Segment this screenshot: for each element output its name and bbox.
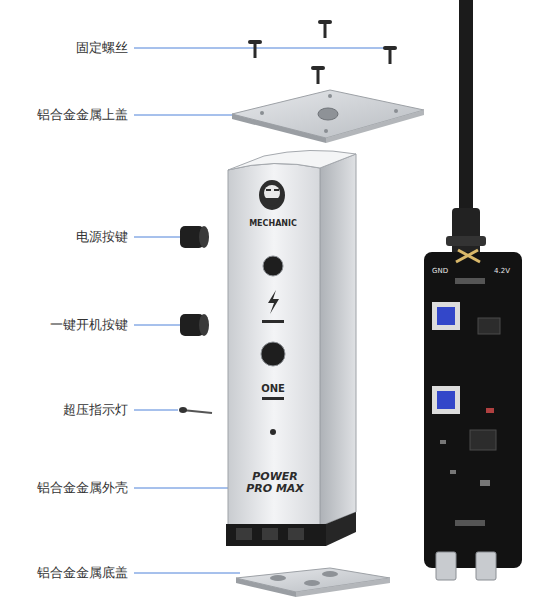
brand-text: MECHANIC — [249, 220, 297, 229]
pcb-board — [424, 252, 522, 568]
bottom-plate-edge — [236, 578, 296, 597]
product-name: POWER PRO MAX — [246, 471, 304, 495]
pin-label: 4.2V — [494, 268, 510, 276]
housing-bottom-side — [326, 512, 356, 546]
leader-line — [134, 237, 185, 238]
housing-top — [228, 150, 356, 170]
housing — [226, 150, 356, 546]
bottom-plate — [236, 568, 390, 592]
housing-bottom — [226, 524, 326, 546]
lid-screw-hole — [328, 94, 332, 98]
bottom-slot — [288, 528, 304, 540]
part-name: 铝合金金属底盖 — [37, 566, 128, 580]
bottom-slot — [236, 528, 252, 540]
switch-housing — [432, 386, 460, 414]
led-body — [179, 407, 187, 413]
bottom-plate-edge — [296, 578, 390, 597]
lid-screw-hole — [260, 111, 264, 115]
logo-eye — [266, 189, 271, 191]
button-label: ONE — [261, 383, 285, 394]
screws — [248, 20, 397, 84]
leader-line — [134, 573, 240, 574]
top-lid — [232, 90, 424, 143]
screw-shaft — [389, 50, 392, 64]
bottom-slot — [262, 528, 278, 540]
bottom-lid — [236, 568, 390, 597]
smd-part — [450, 470, 456, 474]
screw-head — [318, 20, 332, 24]
logo-beard — [264, 198, 280, 206]
leader-line — [134, 410, 178, 411]
screw-shaft — [324, 24, 327, 38]
leader-line — [134, 325, 185, 326]
part-name: 一键开机按键 — [50, 318, 128, 332]
usb-port — [436, 552, 456, 580]
button-face — [199, 226, 209, 248]
switch-housing — [432, 302, 460, 330]
bottom-hole — [270, 575, 286, 581]
button-hole — [261, 342, 285, 366]
screw-shaft — [254, 44, 257, 58]
chip — [470, 430, 496, 450]
screw-head — [383, 46, 397, 50]
led-hole — [270, 429, 276, 435]
lid-screw-hole — [324, 129, 328, 133]
header-pins — [455, 520, 485, 526]
button-hole — [263, 256, 283, 276]
bottom-hole — [304, 580, 320, 586]
smd-part — [486, 408, 494, 413]
underline-bar — [262, 397, 284, 400]
usb-port — [476, 552, 496, 580]
header-pins — [455, 278, 485, 284]
housing-side — [320, 154, 356, 526]
pin-label: GND — [432, 268, 448, 276]
underline-bar — [262, 320, 284, 323]
smd-part — [480, 480, 490, 486]
housing-front — [228, 163, 320, 526]
part-name: 铝合金金属外壳 — [37, 481, 128, 495]
wire — [458, 250, 480, 262]
lid-plate — [232, 90, 424, 138]
chip — [478, 318, 500, 334]
screw-head — [248, 40, 262, 44]
lid-edge — [326, 110, 424, 143]
lid-hole — [318, 108, 338, 120]
logo-head — [259, 180, 285, 210]
cable-clamp — [446, 236, 486, 246]
lightning-symbol — [268, 290, 279, 314]
leader-line — [134, 488, 236, 489]
buttons — [180, 226, 209, 336]
logo-eye — [274, 189, 279, 191]
leader-line — [134, 48, 392, 49]
button-face — [199, 314, 209, 336]
screw-head — [311, 66, 325, 70]
part-name: 电源按键 — [76, 230, 128, 244]
lid-screw-hole — [394, 109, 398, 113]
bottom-hole — [322, 571, 338, 577]
smd-part — [440, 440, 446, 444]
part-name: 铝合金金属上盖 — [37, 108, 128, 122]
part-name: 超压指示灯 — [63, 403, 128, 417]
blue-switch — [437, 391, 455, 409]
part-name: 固定螺丝 — [76, 41, 128, 55]
screw-shaft — [317, 70, 320, 84]
pcb-assembly — [424, 0, 522, 580]
blue-switch — [437, 307, 455, 325]
lid-edge — [232, 114, 326, 143]
indicator-led — [179, 407, 212, 413]
cable — [459, 0, 473, 222]
